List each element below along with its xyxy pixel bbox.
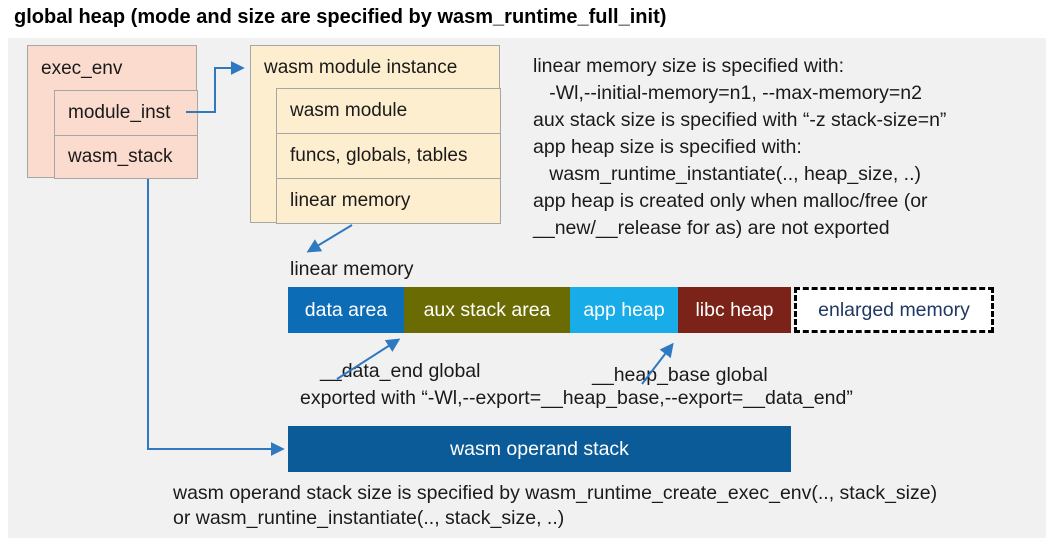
exec-env-field-module-inst: module_inst — [54, 90, 198, 136]
module-instance-field-wasm-module: wasm module — [276, 88, 501, 134]
note-line: app heap size is specified with: — [533, 136, 802, 158]
note-line: linear memory size is specified with: — [533, 55, 845, 77]
note-line: __new/__release for as) are not exported — [533, 217, 890, 239]
linear-memory-bar: data area aux stack area app heap libc h… — [288, 287, 994, 333]
data-end-global-label: __data_end global — [320, 360, 481, 382]
linear-memory-label: linear memory — [290, 258, 414, 280]
note-line: -Wl,--initial-memory=n1, --max-memory=n2 — [533, 82, 922, 104]
segment-enlarged-memory: enlarged memory — [794, 287, 994, 333]
exec-env-label: exec_env — [41, 57, 123, 79]
operand-stack-note: wasm operand stack size is specified by … — [173, 481, 937, 531]
notes-right: linear memory size is specified with: -W… — [533, 53, 946, 242]
exec-env-box: exec_env module_inst wasm_stack — [27, 45, 198, 179]
module-instance-box: wasm module instance wasm module funcs, … — [250, 45, 501, 224]
heap-base-global-label: __heap_base global — [592, 364, 768, 386]
segment-libc-heap: libc heap — [678, 287, 791, 333]
module-instance-field-funcs-globals-tables: funcs, globals, tables — [276, 133, 501, 179]
diagram-title: global heap (mode and size are specified… — [14, 6, 667, 28]
module-instance-field-linear-memory: linear memory — [276, 178, 501, 224]
wasm-operand-stack-bar: wasm operand stack — [288, 426, 791, 472]
segment-app-heap: app heap — [570, 287, 678, 333]
note-line: or wasm_runtine_instantiate(.., stack_si… — [173, 507, 565, 529]
note-line: wasm operand stack size is specified by … — [173, 482, 938, 504]
note-line: app heap is created only when malloc/fre… — [533, 190, 928, 212]
segment-aux-stack-area: aux stack area — [404, 287, 570, 333]
export-note: exported with “-Wl,--export=__heap_base,… — [300, 387, 853, 409]
note-line: aux stack size is specified with “-z sta… — [533, 109, 947, 131]
module-instance-label: wasm module instance — [264, 56, 458, 78]
segment-data-area: data area — [288, 287, 404, 333]
exec-env-field-wasm-stack: wasm_stack — [54, 135, 198, 179]
note-line: wasm_runtime_instantiate(.., heap_size, … — [533, 163, 922, 185]
